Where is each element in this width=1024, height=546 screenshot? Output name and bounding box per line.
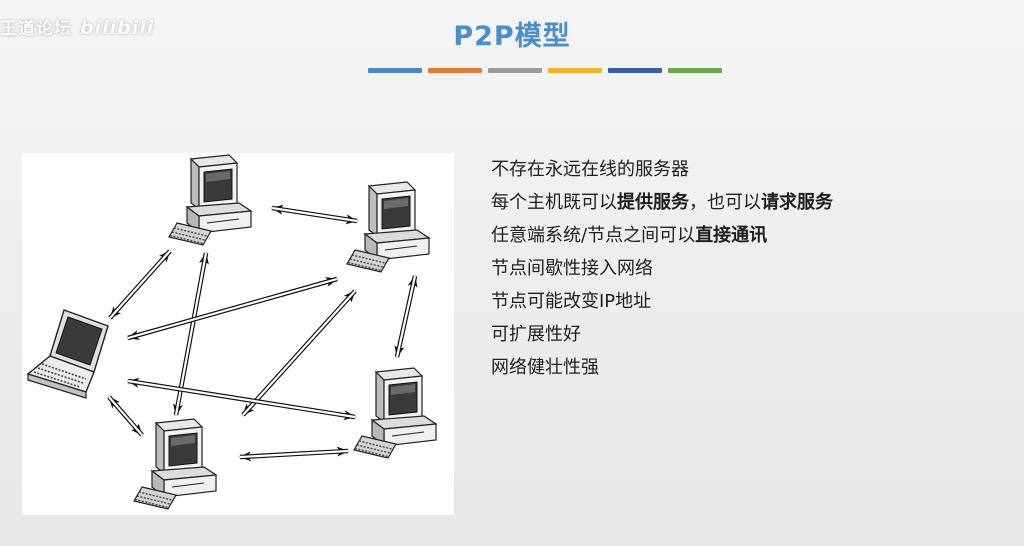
desktop-computer-icon <box>353 367 437 459</box>
slide-title: P2P模型 <box>453 21 571 52</box>
watermark: 王道论坛 bilibili <box>0 14 154 39</box>
feature-item: 可扩展性好 <box>491 318 833 351</box>
feature-item: 每个主机既可以提供服务，也可以请求服务 <box>491 186 833 219</box>
feature-text: 可扩展性好 <box>491 324 581 345</box>
title-color-bar <box>488 68 542 73</box>
title-color-bar <box>368 68 422 73</box>
feature-list: 不存在永远在线的服务器每个主机既可以提供服务，也可以请求服务任意端系统/节点之间… <box>491 153 833 384</box>
feature-text: ，也可以 <box>689 192 761 213</box>
desktop-computer-icon <box>133 418 217 510</box>
p2p-network-diagram <box>22 153 454 515</box>
title-color-bar <box>428 68 482 73</box>
title-color-bar <box>668 68 722 73</box>
feature-item: 节点可能改变IP地址 <box>491 285 833 318</box>
title-color-bar <box>548 68 602 73</box>
feature-text: 每个主机既可以 <box>491 192 617 213</box>
feature-text: 节点可能改变IP地址 <box>491 291 652 312</box>
feature-item: 节点间歇性接入网络 <box>491 252 833 285</box>
network-svg <box>27 154 437 510</box>
watermark-sub: bilibili <box>80 17 155 39</box>
feature-item: 网络健壮性强 <box>491 351 833 384</box>
desktop-computer-icon <box>168 154 252 246</box>
feature-item: 不存在永远在线的服务器 <box>491 153 833 186</box>
feature-item: 任意端系统/节点之间可以直接通讯 <box>491 219 833 252</box>
feature-text: 网络健壮性强 <box>491 357 599 378</box>
laptop-computer-icon <box>27 309 109 399</box>
title-color-bar <box>608 68 662 73</box>
desktop-computer-icon <box>346 181 430 273</box>
feature-text-bold: 请求服务 <box>761 192 833 213</box>
watermark-text: 王道论坛 <box>0 19 72 39</box>
feature-text: 节点间歇性接入网络 <box>491 258 653 279</box>
feature-text: 任意端系统/节点之间可以 <box>491 225 696 246</box>
feature-text-bold: 直接通讯 <box>695 225 768 246</box>
feature-text-bold: 提供服务 <box>617 192 689 213</box>
feature-text: 不存在永远在线的服务器 <box>491 159 689 180</box>
connection-arrows <box>107 204 418 462</box>
